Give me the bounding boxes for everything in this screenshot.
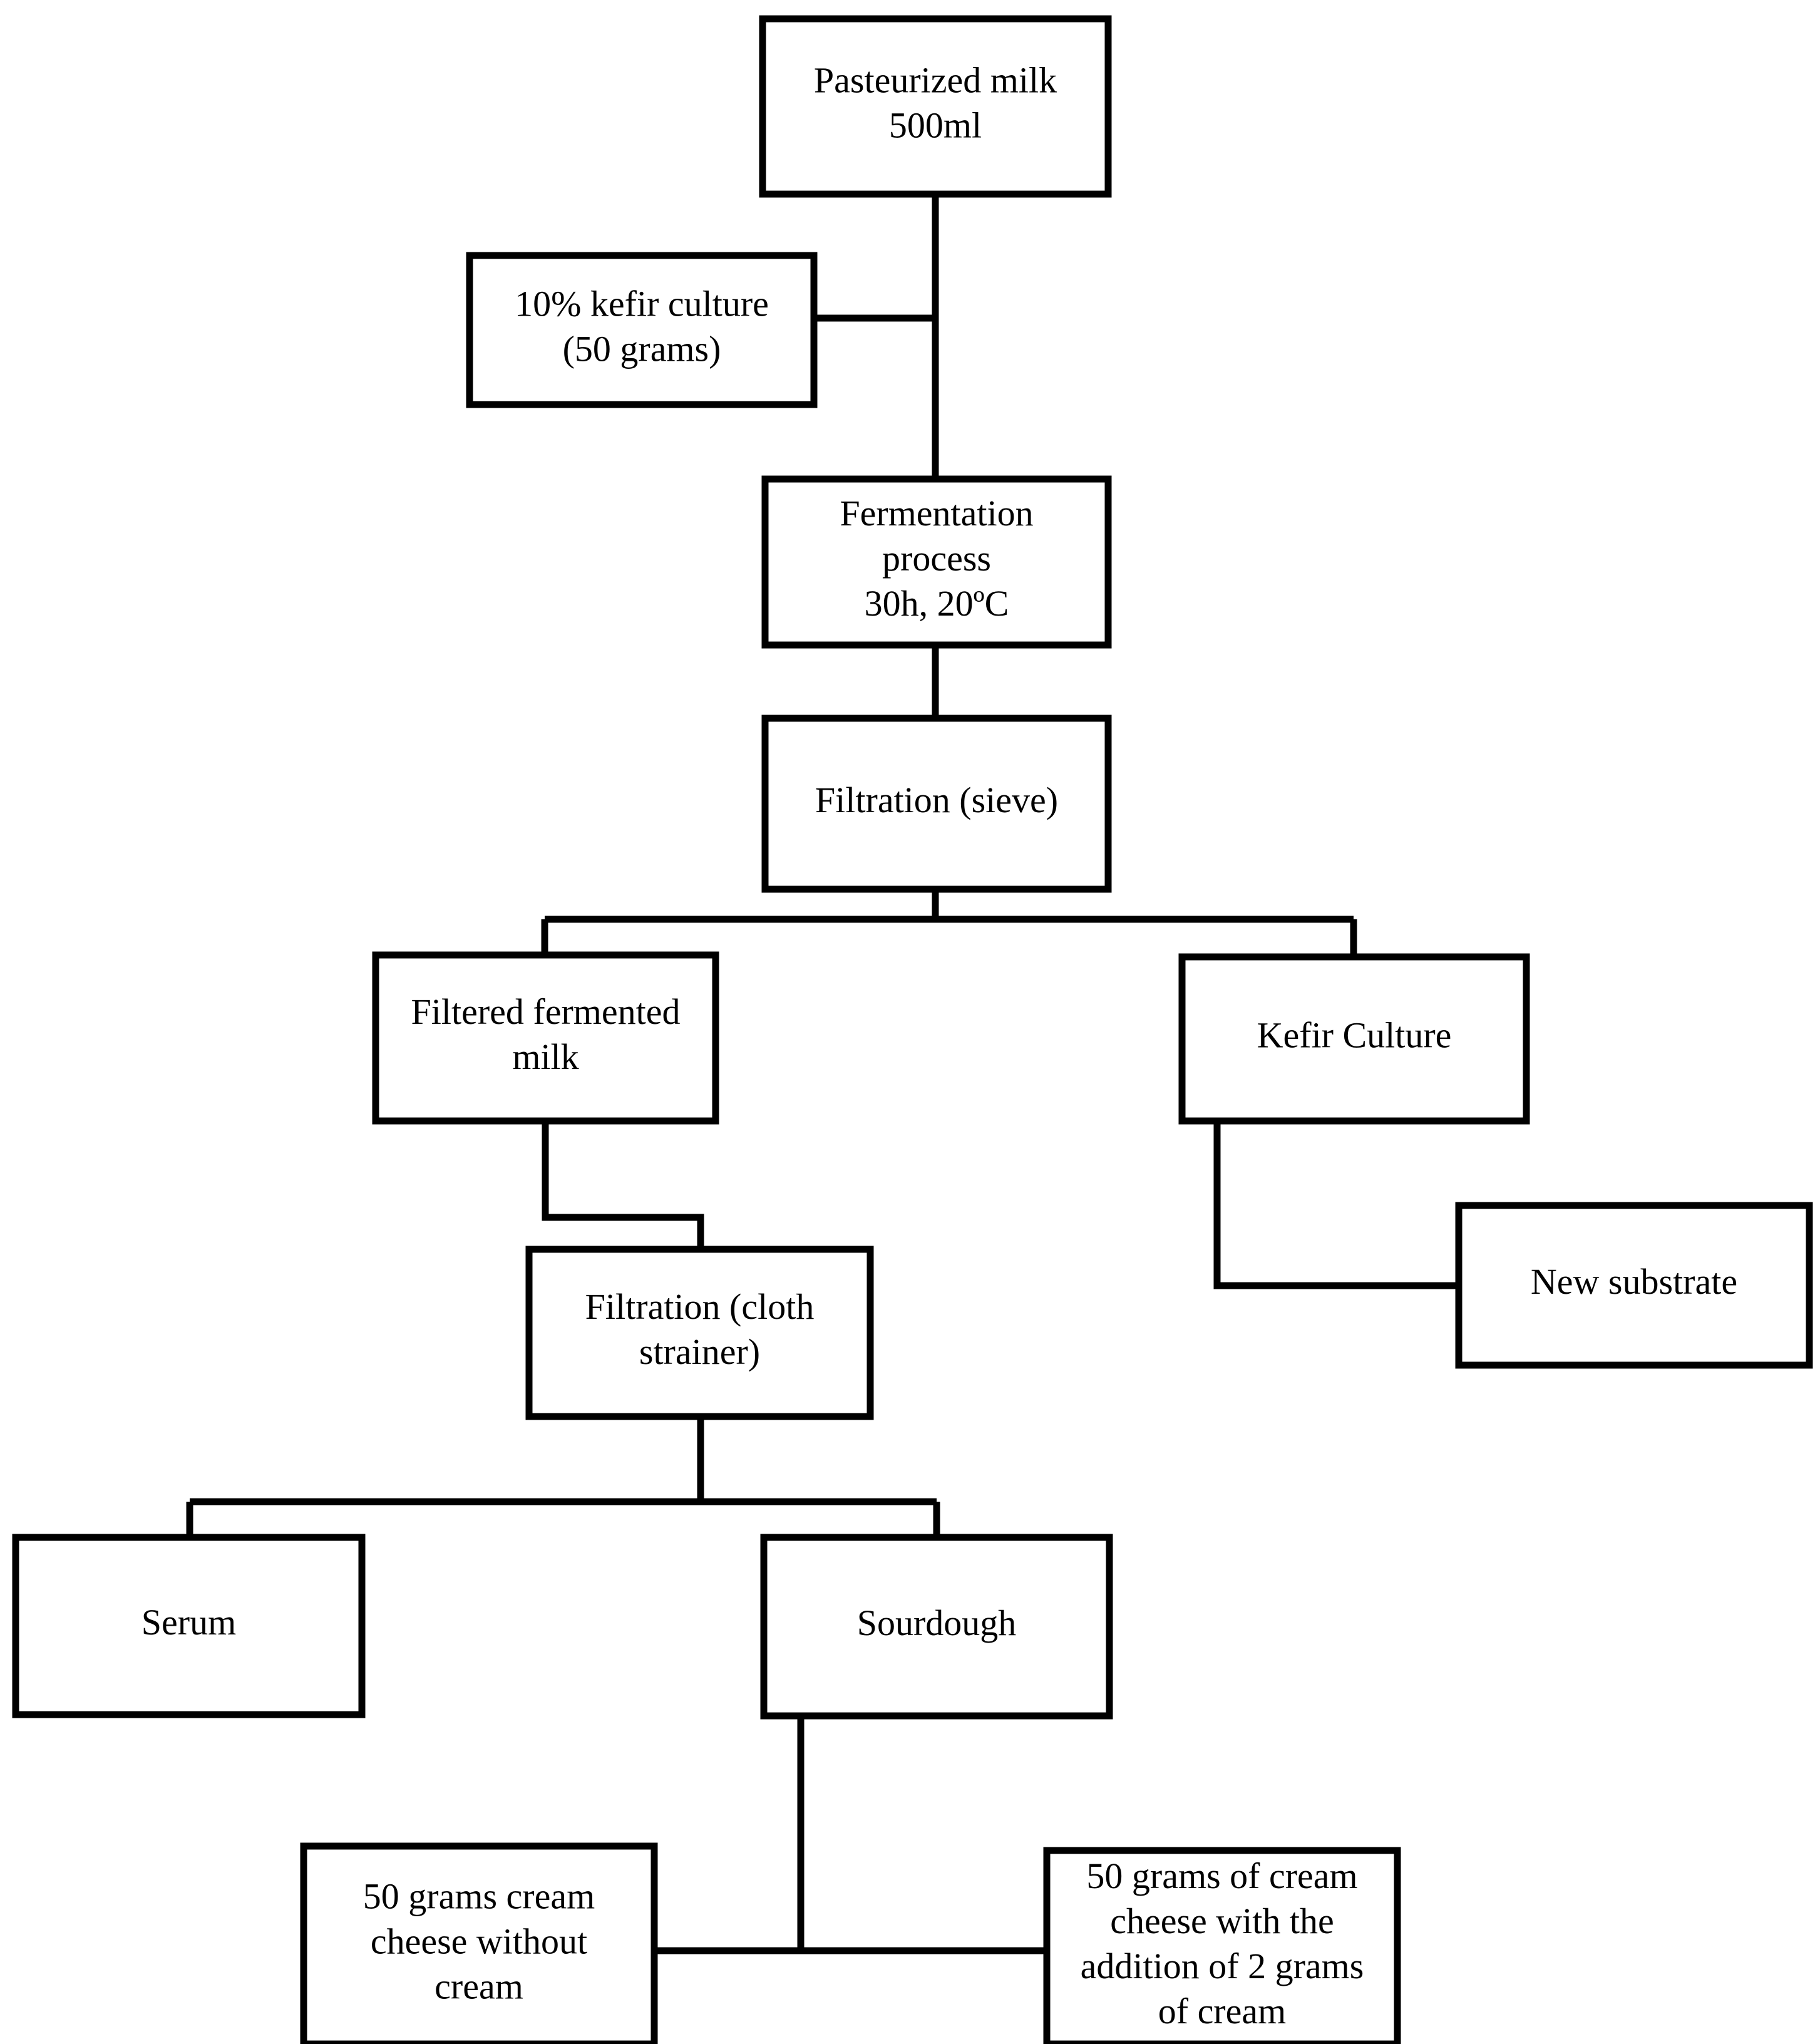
node-label-cream-cheese-without-cream-line-2: cheese without — [371, 1921, 587, 1961]
node-label-cream-cheese-without-cream-line-3: cream — [434, 1966, 523, 2006]
node-label-serum-line-1: Serum — [141, 1602, 236, 1643]
connector-filteredmilk-to-clothstrainer — [542, 1121, 704, 1249]
node-box-serum — [12, 1534, 366, 1718]
node-box-cream-cheese-without-cream — [300, 1842, 658, 2044]
node-box-filtration-sieve — [761, 715, 1112, 893]
node-label-cream-cheese-without-cream-line-1: 50 grams cream — [363, 1876, 595, 1916]
node-filtration-sieve[interactable]: Filtration (sieve) — [761, 715, 1112, 893]
node-label-sourdough-line-1: Sourdough — [857, 1603, 1017, 1643]
node-new-substrate[interactable]: New substrate — [1455, 1202, 1813, 1369]
node-sourdough[interactable]: Sourdough — [760, 1534, 1113, 1720]
node-label-fermentation-process-line-2: process — [882, 538, 991, 579]
node-box-filtered-fermented-milk — [372, 951, 719, 1125]
node-pasteurized-milk[interactable]: Pasteurized milk 500ml — [759, 15, 1112, 198]
node-box-new-substrate — [1455, 1202, 1813, 1369]
nodes-layer: Pasteurized milk 500ml 10% kefir culture(5… — [12, 15, 1813, 2044]
node-label-kefir-culture-input-line-1: 10% kefir culture — [515, 283, 769, 324]
node-label-kefir-culture-output-line-1: Kefir Culture — [1257, 1014, 1452, 1055]
node-label-fermentation-process-line-3: 30h, 20ºC — [865, 583, 1009, 624]
node-label-pasteurized-milk-line-2: 500ml — [889, 105, 982, 145]
node-box-pasteurized-milk — [759, 15, 1112, 198]
node-label-filtered-fermented-milk-line-2: milk — [512, 1036, 578, 1077]
node-label-filtration-cloth-strainer-line-1: Filtration (cloth — [585, 1286, 815, 1327]
node-box-sourdough — [760, 1534, 1113, 1720]
connector-kefirculture-to-newsubstrate — [1213, 1121, 1459, 1289]
node-label-pasteurized-milk-line-1: Pasteurized milk — [814, 59, 1057, 100]
node-kefir-culture-input[interactable]: 10% kefir culture(50 grams) — [466, 252, 818, 408]
node-label-new-substrate-line-1: New substrate — [1531, 1261, 1737, 1302]
node-label-cream-cheese-with-cream-line-2: cheese with the — [1110, 1901, 1334, 1941]
node-box-kefir-culture-output — [1178, 953, 1530, 1125]
node-label-fermentation-process-line-1: Fermentation — [840, 493, 1033, 534]
node-label-filtration-sieve-line-1: Filtration (sieve) — [815, 780, 1058, 820]
node-label-cream-cheese-with-cream-line-4: of cream — [1158, 1991, 1286, 2031]
node-label-kefir-culture-input-line-2: (50 grams) — [563, 328, 721, 369]
node-serum[interactable]: Serum — [12, 1534, 366, 1718]
node-label-cream-cheese-with-cream-line-1: 50 grams of cream — [1086, 1856, 1357, 1896]
connectors-layer — [186, 194, 1459, 1954]
node-label-cream-cheese-with-cream-line-3: addition of 2 grams — [1081, 1946, 1364, 1986]
node-kefir-culture-output[interactable]: Kefir Culture — [1178, 953, 1530, 1125]
node-cream-cheese-with-cream[interactable]: 50 grams of cream cheese with the addition… — [1043, 1847, 1401, 2044]
node-cream-cheese-without-cream[interactable]: 50 grams cream cheese without cream — [300, 1842, 658, 2044]
node-box-cream-cheese-with-cream — [1043, 1847, 1401, 2044]
node-label-filtration-cloth-strainer-line-2: strainer) — [639, 1331, 760, 1372]
node-box-filtration-cloth-strainer — [525, 1246, 874, 1420]
node-box-fermentation-process — [761, 475, 1112, 649]
node-label-filtered-fermented-milk-line-1: Filtered fermented — [411, 991, 681, 1032]
node-box-kefir-culture-input — [466, 252, 818, 408]
